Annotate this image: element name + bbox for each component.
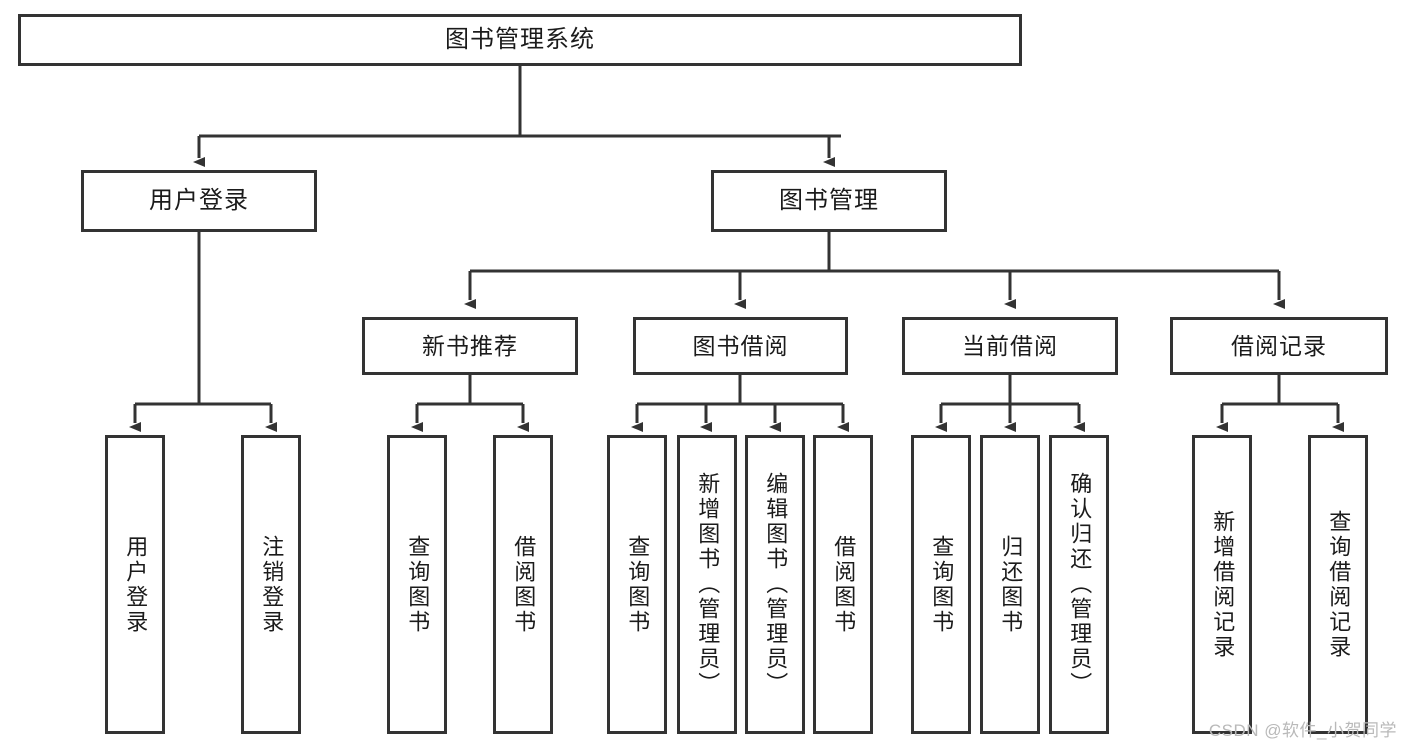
node-book-manage-label: 图书管理 [779, 187, 879, 215]
node-root[interactable]: 图书管理系统 [18, 14, 1022, 66]
node-user-login[interactable]: 用户登录 [81, 170, 317, 232]
node-leaf-add-record-label: 新增借阅记录 [1210, 509, 1236, 660]
node-new-book-rec[interactable]: 新书推荐 [362, 317, 578, 375]
node-new-book-rec-label: 新书推荐 [422, 332, 518, 359]
node-borrow-record-label: 借阅记录 [1231, 332, 1327, 359]
node-leaf-query-book-2-label: 查询图书 [625, 534, 651, 635]
node-leaf-return-book[interactable]: 归还图书 [980, 435, 1040, 734]
node-book-borrow-label: 图书借阅 [692, 332, 789, 359]
node-leaf-borrow-book-2-label: 借阅图书 [831, 534, 857, 635]
node-leaf-user-login[interactable]: 用户登录 [105, 435, 165, 734]
node-leaf-edit-book-label: 编辑图书（管理员） [763, 472, 789, 697]
watermark-text: CSDN @软件_小贺同学 [1208, 721, 1397, 740]
node-leaf-query-book-3-label: 查询图书 [929, 534, 955, 635]
node-leaf-query-book-3[interactable]: 查询图书 [911, 435, 971, 734]
node-leaf-edit-book[interactable]: 编辑图书（管理员） [745, 435, 805, 734]
node-current-borrow-label: 当前借阅 [962, 332, 1058, 359]
node-user-login-label: 用户登录 [149, 187, 249, 215]
node-leaf-logout[interactable]: 注销登录 [241, 435, 301, 734]
node-root-label: 图书管理系统 [445, 26, 595, 54]
node-leaf-query-book-2[interactable]: 查询图书 [607, 435, 667, 734]
node-current-borrow[interactable]: 当前借阅 [902, 317, 1118, 375]
node-leaf-borrow-book-1-label: 借阅图书 [511, 534, 537, 635]
node-book-borrow[interactable]: 图书借阅 [633, 317, 848, 375]
node-leaf-user-login-label: 用户登录 [123, 534, 149, 635]
node-leaf-confirm-return-label: 确认归还（管理员） [1067, 472, 1093, 697]
node-borrow-record[interactable]: 借阅记录 [1170, 317, 1388, 375]
node-leaf-confirm-return[interactable]: 确认归还（管理员） [1049, 435, 1109, 734]
node-leaf-borrow-book-1[interactable]: 借阅图书 [493, 435, 553, 734]
node-leaf-query-record[interactable]: 查询借阅记录 [1308, 435, 1368, 734]
node-leaf-logout-label: 注销登录 [259, 534, 285, 635]
node-leaf-return-book-label: 归还图书 [998, 534, 1024, 635]
node-leaf-query-book-1[interactable]: 查询图书 [387, 435, 447, 734]
node-leaf-add-book[interactable]: 新增图书（管理员） [677, 435, 737, 734]
node-leaf-add-record[interactable]: 新增借阅记录 [1192, 435, 1252, 734]
node-leaf-query-book-1-label: 查询图书 [405, 534, 431, 635]
node-book-manage[interactable]: 图书管理 [711, 170, 947, 232]
node-leaf-query-record-label: 查询借阅记录 [1326, 509, 1352, 660]
node-leaf-add-book-label: 新增图书（管理员） [695, 472, 721, 697]
node-leaf-borrow-book-2[interactable]: 借阅图书 [813, 435, 873, 734]
